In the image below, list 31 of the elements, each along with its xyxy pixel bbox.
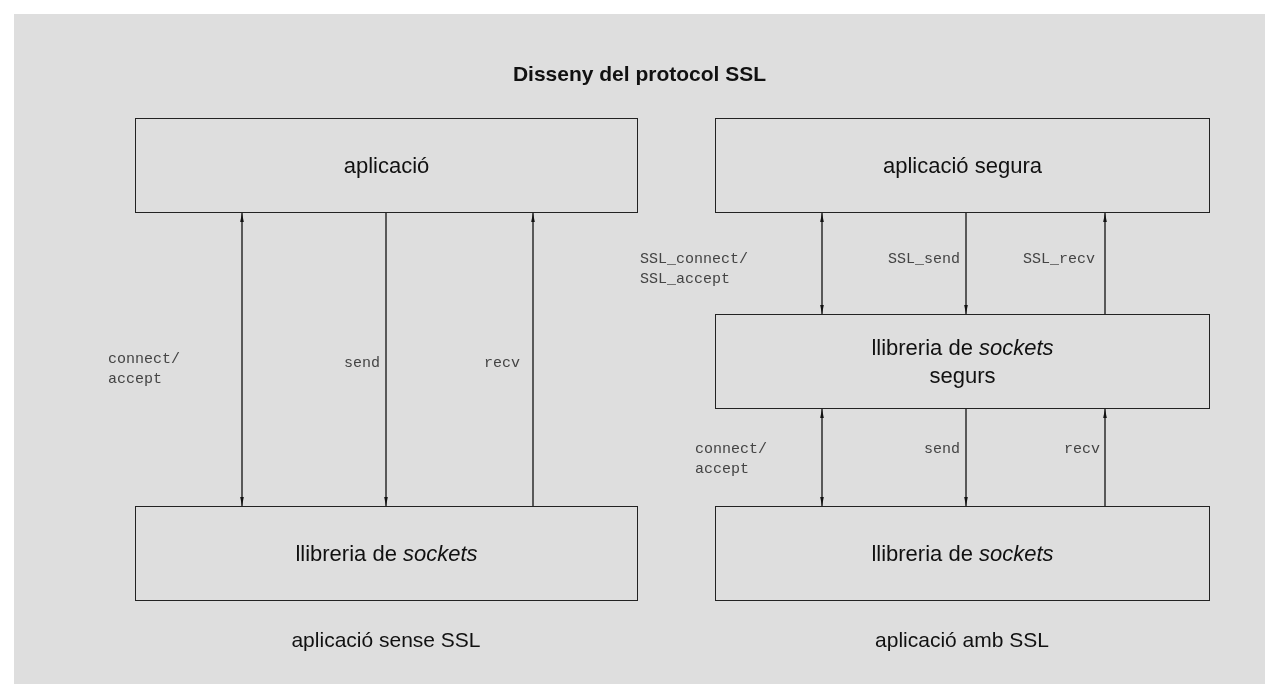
edge-label: recv: [1063, 440, 1100, 460]
arrow: [240, 212, 244, 507]
caption: aplicació amb SSL: [874, 628, 1050, 652]
arrow: [1103, 212, 1107, 315]
arrow: [384, 212, 388, 507]
process-box: [715, 314, 1210, 409]
edge-label: send: [343, 354, 380, 374]
arrow: [964, 408, 968, 507]
process-box: [135, 506, 638, 601]
box-label: aplicació segura: [883, 151, 1042, 180]
edge-label: SSL_send: [887, 250, 960, 270]
arrow: [1103, 408, 1107, 507]
arrow: [964, 212, 968, 315]
edge-label: SSL_recv: [1022, 250, 1095, 270]
diagram-title: Disseny del protocol SSL: [511, 62, 768, 86]
process-box: [135, 118, 638, 213]
process-box: [715, 506, 1210, 601]
box-label: llibreria de sockets segurs: [870, 334, 1055, 389]
process-box: [715, 118, 1210, 213]
arrow: [820, 408, 824, 507]
edge-label: send: [923, 440, 960, 460]
caption: aplicació sense SSL: [290, 628, 482, 652]
edge-label: SSL_connect/ SSL_accept: [640, 250, 750, 291]
edge-label: connect/ accept: [108, 350, 181, 391]
edge-label: connect/ accept: [695, 440, 768, 481]
arrow: [531, 212, 535, 507]
box-label: llibreria de sockets: [871, 539, 1054, 568]
box-label: llibreria de sockets: [295, 539, 478, 568]
edge-label: recv: [483, 354, 520, 374]
box-label: aplicació: [343, 151, 430, 180]
arrow: [820, 212, 824, 315]
